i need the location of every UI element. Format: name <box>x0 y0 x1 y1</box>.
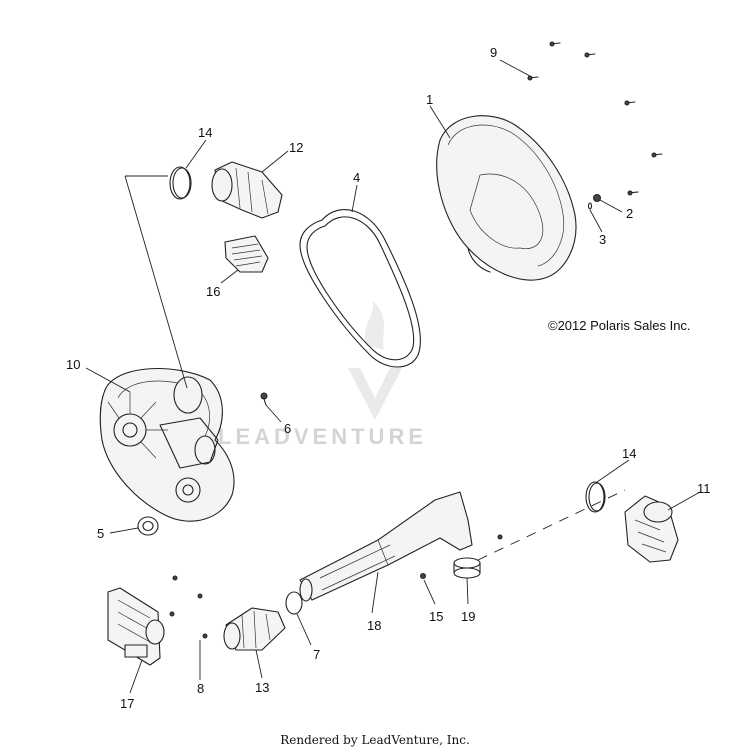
part-12-intake-duct[interactable] <box>211 161 283 219</box>
callout-5: 5 <box>97 526 104 541</box>
callout-4: 4 <box>353 170 360 185</box>
part-13-boot[interactable] <box>223 607 286 651</box>
part-18-main-duct[interactable] <box>299 491 473 602</box>
part-15-fastener[interactable] <box>420 534 503 579</box>
part-11-outlet-duct[interactable] <box>624 495 679 563</box>
part-17-housing[interactable] <box>107 587 165 666</box>
leader-lines <box>85 59 701 694</box>
part-16-screen[interactable] <box>224 235 269 273</box>
callout-10: 10 <box>66 357 80 372</box>
callout-13: 13 <box>255 680 269 695</box>
part-1-outer-clutch-cover[interactable] <box>436 115 577 281</box>
part-5-seal[interactable] <box>137 516 159 536</box>
callout-18: 18 <box>367 618 381 633</box>
part-14-clamp-right[interactable] <box>585 481 606 513</box>
footer-credit: Rendered by LeadVenture, Inc. <box>280 733 470 747</box>
part-3-oring[interactable] <box>587 202 593 210</box>
part-6-bolt[interactable] <box>260 392 268 406</box>
part-19-clamp[interactable] <box>453 557 481 579</box>
part-10-inner-clutch-cover[interactable] <box>99 367 235 522</box>
callout-6: 6 <box>284 421 291 436</box>
callout-2: 2 <box>626 206 633 221</box>
part-8-fasteners[interactable] <box>169 575 208 639</box>
part-4-drive-belt[interactable] <box>299 209 421 368</box>
callout-9: 9 <box>490 45 497 60</box>
callout-1: 1 <box>426 92 433 107</box>
part-9-screws[interactable] <box>527 41 663 196</box>
part-14-clamp-top[interactable] <box>169 166 192 200</box>
callout-11: 11 <box>697 481 711 496</box>
watermark-logo <box>348 300 402 420</box>
callout-19: 19 <box>461 609 475 624</box>
callout-17: 17 <box>120 696 134 711</box>
callout-12: 12 <box>289 140 303 155</box>
callout-8: 8 <box>197 681 204 696</box>
copyright-notice: ©2012 Polaris Sales Inc. <box>548 318 691 333</box>
callout-7: 7 <box>313 647 320 662</box>
callout-3: 3 <box>599 232 606 247</box>
callout-14-right: 14 <box>622 446 636 461</box>
callout-14-top: 14 <box>198 125 212 140</box>
callout-15: 15 <box>429 609 443 624</box>
part-7-clamp[interactable] <box>285 591 303 615</box>
callout-16: 16 <box>206 284 220 299</box>
watermark: LEADVENTURE <box>218 424 428 449</box>
part-2-plug[interactable] <box>593 194 601 202</box>
